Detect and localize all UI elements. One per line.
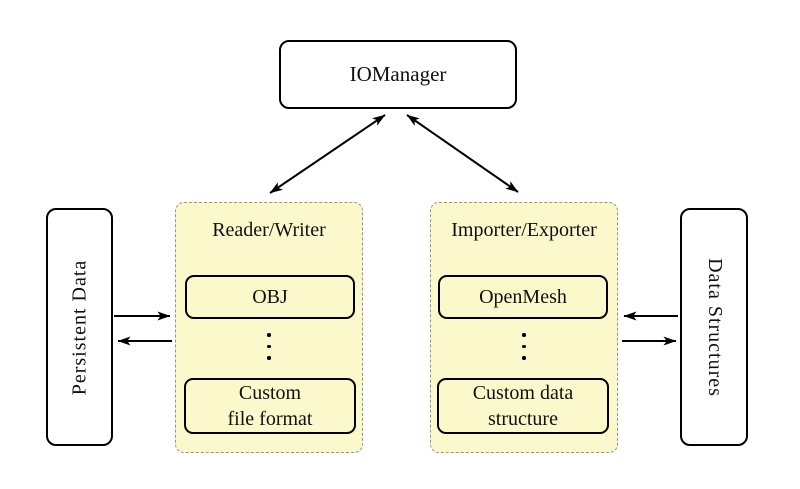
data-structures-label: Data Structures [703,257,726,397]
custom-data-structure-line2: structure [488,408,558,430]
arrow-iomanager-reader-writer-icon [269,114,386,194]
custom-file-format-node: Custom file format [184,378,356,434]
persistent-data-node: Persistent Data [46,208,113,446]
custom-file-format-line2: file format [227,408,313,430]
reader-writer-title: Reader/Writer [212,219,326,241]
data-structures-node: Data Structures [680,208,748,446]
obj-label: OBJ [252,286,288,308]
openmesh-node: OpenMesh [438,275,608,319]
dot [522,356,526,360]
arrow-iomanager-importer-exporter-icon [406,114,519,193]
dot [522,333,526,337]
iomanager-node: IOManager [279,40,517,109]
importer-exporter-title: Importer/Exporter [451,219,597,241]
dot [267,356,271,360]
obj-node: OBJ [185,275,355,319]
dot [522,344,526,348]
vertical-dots-icon [267,333,271,360]
custom-file-format-line1: Custom [238,382,302,404]
dot [267,333,271,337]
iomanager-label: IOManager [349,62,447,86]
dot [267,344,271,348]
openmesh-label: OpenMesh [479,286,567,308]
custom-data-structure-node: Custom data structure [437,378,609,434]
persistent-data-label: Persistent Data [68,259,90,395]
custom-data-structure-line1: Custom data [472,382,574,404]
vertical-dots-icon [522,333,526,360]
